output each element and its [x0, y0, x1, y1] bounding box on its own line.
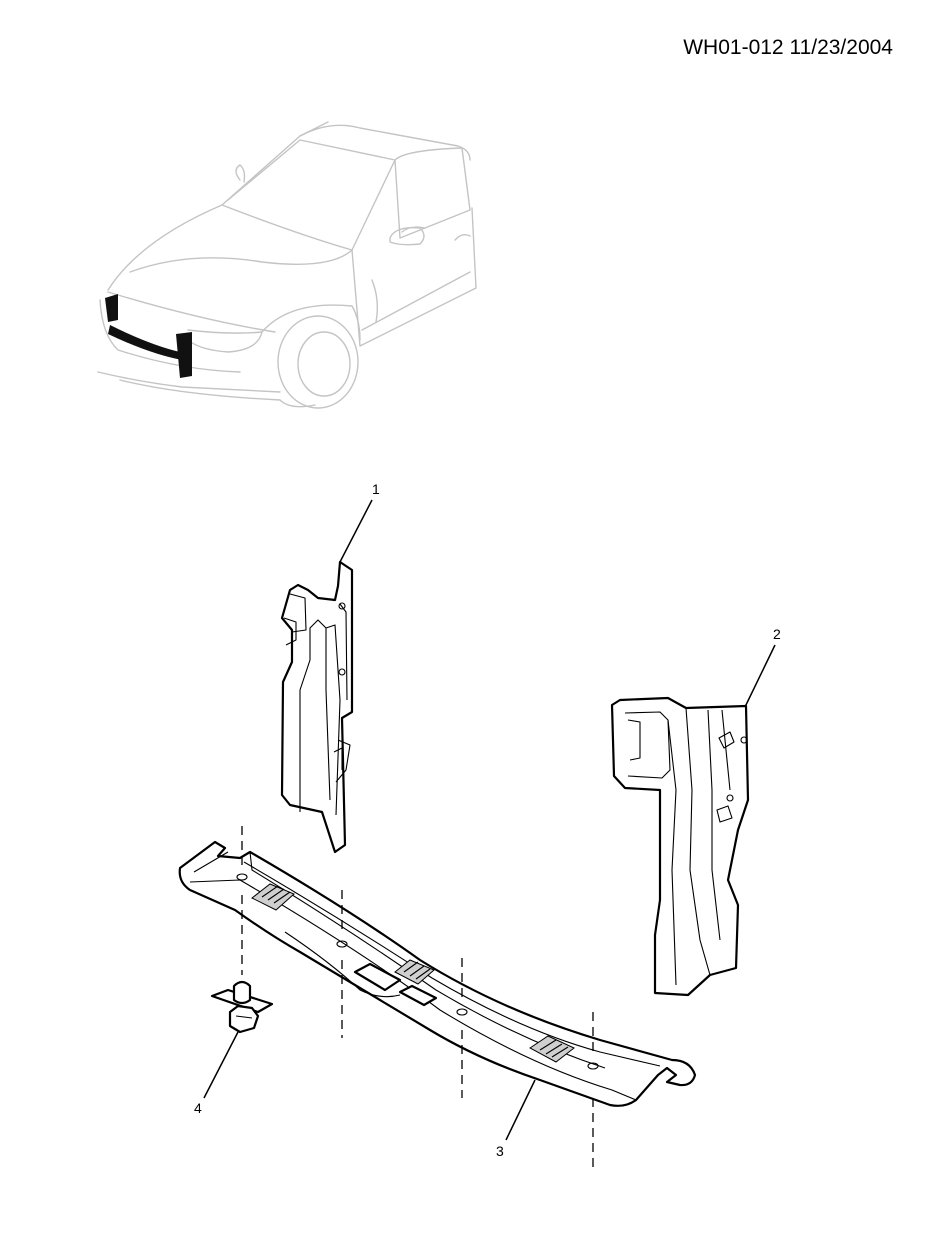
part-1-left-air-deflector [280, 560, 354, 854]
part-4-push-clip [210, 980, 274, 1034]
part-2-right-air-deflector [610, 696, 750, 997]
callout-1: 1 [339, 481, 380, 563]
callout-label-1: 1 [372, 481, 380, 497]
callout-3: 3 [496, 1079, 536, 1159]
callout-4: 4 [194, 1031, 239, 1116]
callout-label-3: 3 [496, 1143, 504, 1159]
fastener-axis-lines [241, 826, 594, 1170]
vehicle-locator-illustration [97, 121, 477, 409]
callout-label-2: 2 [773, 626, 781, 642]
callout-label-4: 4 [194, 1100, 202, 1116]
part-3-lower-air-deflector [178, 840, 697, 1107]
diagram-reference-code: WH01-012 11/23/2004 [683, 36, 893, 59]
callout-2: 2 [744, 626, 781, 708]
